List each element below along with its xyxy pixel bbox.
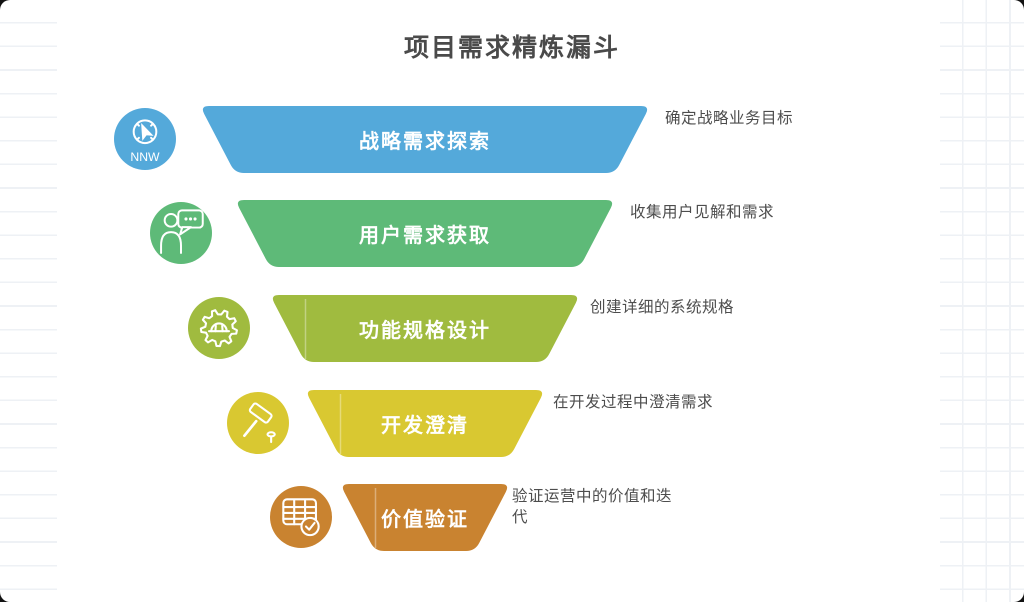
- funnel-segment-shape: [202, 106, 648, 173]
- funnel-segment-shape: [307, 390, 543, 457]
- funnel-segment-shape: [272, 295, 578, 362]
- compass-icon: NNW: [114, 108, 176, 170]
- stage-label: 价值验证: [381, 509, 469, 531]
- hammer-icon: [227, 392, 289, 454]
- table-check-icon: [270, 486, 332, 548]
- page-title: 项目需求精炼漏斗: [403, 34, 620, 62]
- stage-description: 验证运营中的价值和迭代: [512, 488, 673, 526]
- stage-description: 创建详细的系统规格: [590, 299, 735, 316]
- stage-label: 功能规格设计: [359, 320, 491, 342]
- funnel-segment-shape: [237, 200, 613, 267]
- stage-label: 用户需求获取: [359, 225, 491, 247]
- stage-label: 战略需求探索: [359, 131, 491, 153]
- stage-label: 开发澄清: [381, 415, 469, 437]
- stage-description: 收集用户见解和需求: [630, 204, 775, 221]
- gear-hat-icon: [188, 297, 250, 359]
- compass-nnw-label: NNW: [130, 150, 160, 164]
- funnel-segment-shape: [342, 484, 508, 551]
- stage-description: 确定战略业务目标: [665, 110, 794, 127]
- stage-description: 在开发过程中澄清需求: [553, 394, 714, 411]
- user-chat-icon: [150, 202, 212, 264]
